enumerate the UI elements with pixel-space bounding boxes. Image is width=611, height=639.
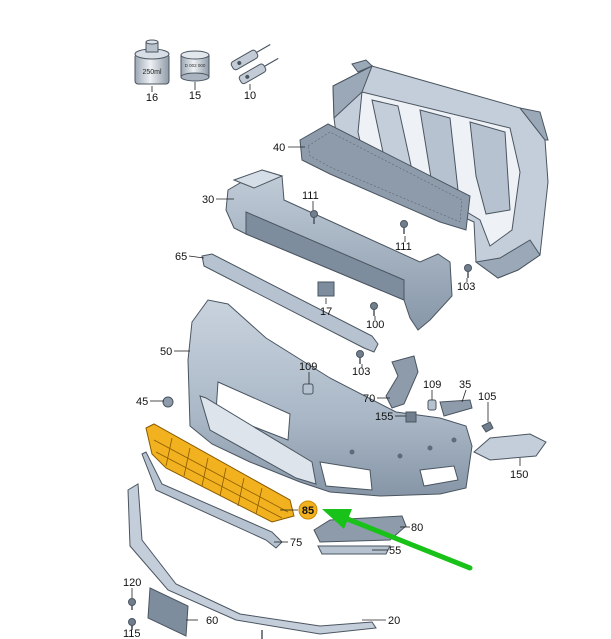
- screw-105: [481, 421, 494, 433]
- trim-strip-65: [201, 253, 379, 353]
- callout-55: 55: [389, 545, 401, 557]
- callout-150: 150: [510, 469, 528, 481]
- clip-109-lower: [427, 399, 437, 411]
- callout-30: 30: [202, 194, 214, 206]
- leader-lines: [131, 82, 521, 628]
- bumper-cover-50: [187, 299, 473, 497]
- highlight-arrow: [322, 509, 473, 571]
- callout-109-b: 109: [423, 379, 441, 391]
- callout-115: 115: [123, 628, 141, 639]
- air-guide-40: [299, 123, 471, 231]
- callout-40: 40: [273, 142, 285, 154]
- callout-20: 20: [388, 615, 400, 627]
- callout-15: 15: [189, 90, 201, 102]
- lock-carrier: [332, 59, 549, 279]
- callout-17: 17: [320, 306, 332, 318]
- callout-155: 155: [375, 411, 393, 423]
- spoiler-lip-20: [127, 483, 377, 635]
- callout-10: 10: [244, 90, 256, 102]
- impact-member-30: [225, 169, 453, 331]
- fog-cover-150: [473, 433, 547, 461]
- tow-cover-17: [317, 281, 335, 297]
- callout-100: 100: [366, 319, 384, 331]
- tin-label: D 002 000: [185, 63, 206, 68]
- callout-120: 120: [123, 577, 141, 589]
- callout-103-b: 103: [352, 366, 370, 378]
- guide-bracket-70: [385, 355, 419, 409]
- clip-109-upper: [302, 383, 314, 395]
- callout-80: 80: [411, 522, 423, 534]
- callout-111-b: 111: [395, 241, 412, 253]
- callout-50: 50: [160, 346, 172, 358]
- screws: [310, 210, 472, 364]
- connector-pair-10: [230, 44, 279, 85]
- callout-35: 35: [459, 379, 471, 391]
- tin-15: D 002 000: [180, 50, 210, 82]
- screw-120: [128, 598, 136, 610]
- callout-85: 85: [302, 505, 314, 517]
- lower-grille-85: [145, 423, 295, 523]
- callout-75: 75: [290, 537, 302, 549]
- sealant-can-16: 250ml: [134, 39, 170, 85]
- callout-105: 105: [478, 391, 496, 403]
- callout-85-highlight: 85: [298, 500, 318, 520]
- clip-45: [162, 396, 174, 408]
- can-volume-label: 250ml: [142, 69, 162, 76]
- callout-labels: 16 15 10 40 30 111 111 65 103 17 100 50 …: [123, 90, 528, 639]
- callout-65: 65: [175, 251, 187, 263]
- bracket-35: [439, 399, 473, 417]
- plate-bracket-60: [147, 587, 189, 637]
- park-sensor-holes: [349, 437, 457, 459]
- callout-109-a: 109: [299, 361, 317, 373]
- callout-45: 45: [136, 396, 148, 408]
- callout-70: 70: [363, 393, 375, 405]
- callout-111-a: 111: [302, 190, 319, 202]
- screw-155: [405, 411, 417, 423]
- trim-55: [317, 545, 391, 555]
- callout-16: 16: [146, 92, 158, 104]
- callout-60: 60: [206, 615, 218, 627]
- callout-103-a: 103: [457, 281, 475, 293]
